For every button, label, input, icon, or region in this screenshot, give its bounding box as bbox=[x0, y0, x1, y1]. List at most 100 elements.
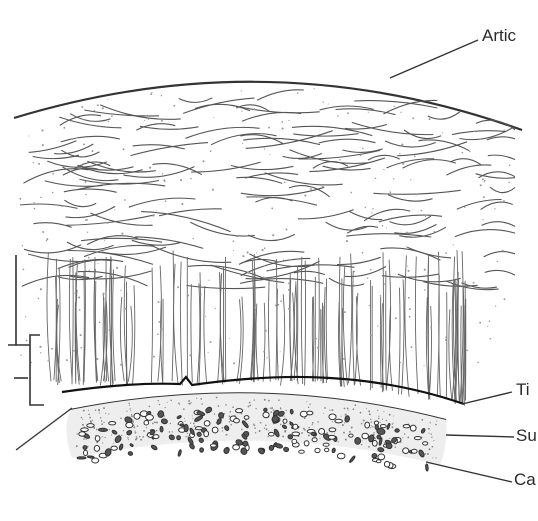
tangential-fiber bbox=[326, 222, 368, 230]
radial-fiber bbox=[276, 259, 277, 380]
matrix-dot bbox=[410, 179, 411, 180]
subchondral-dot bbox=[102, 436, 103, 437]
matrix-dot bbox=[367, 278, 368, 279]
subchondral-dot bbox=[383, 411, 384, 412]
tangential-fiber bbox=[481, 202, 513, 210]
matrix-dot bbox=[265, 330, 267, 332]
matrix-dot bbox=[241, 111, 242, 112]
subchondral-dot bbox=[105, 413, 106, 414]
matrix-dot bbox=[489, 320, 491, 322]
subchondral-dot bbox=[343, 432, 345, 434]
matrix-dot bbox=[82, 119, 84, 121]
tangential-fiber bbox=[407, 247, 451, 258]
matrix-dot bbox=[424, 365, 425, 366]
matrix-dot bbox=[369, 305, 370, 306]
trabecula-ring bbox=[292, 439, 297, 443]
subchondral-dot bbox=[354, 404, 356, 406]
subchondral-dot bbox=[156, 422, 158, 424]
matrix-dot bbox=[322, 186, 324, 188]
trabecula-ring bbox=[319, 429, 325, 435]
matrix-dot bbox=[40, 288, 42, 290]
subchondral-dot bbox=[178, 402, 180, 404]
subchondral-dot bbox=[389, 414, 391, 416]
matrix-dot bbox=[484, 181, 485, 182]
subchondral-dot bbox=[241, 429, 243, 431]
matrix-dot bbox=[495, 305, 496, 306]
matrix-dot bbox=[339, 159, 341, 161]
label-subchondral: Su bbox=[516, 426, 537, 446]
subchondral-dot bbox=[130, 410, 131, 411]
subchondral-dot bbox=[362, 440, 363, 441]
trabecula-ring bbox=[236, 409, 243, 413]
trabecula-ring bbox=[211, 444, 217, 447]
tangential-fiber bbox=[195, 104, 250, 110]
trabecula bbox=[223, 447, 229, 454]
matrix-dot bbox=[200, 294, 202, 296]
label-cancellous: Ca bbox=[514, 470, 536, 490]
matrix-dot bbox=[288, 289, 290, 291]
matrix-dot bbox=[173, 105, 175, 107]
subchondral-dot bbox=[371, 421, 372, 422]
left-pointer-line bbox=[16, 408, 72, 450]
subchondral-dot bbox=[372, 426, 374, 428]
subchondral-dot bbox=[222, 427, 224, 429]
matrix-dot bbox=[85, 181, 87, 183]
matrix-dot bbox=[86, 219, 88, 221]
subchondral-dot bbox=[308, 407, 309, 408]
trabecula-ring bbox=[329, 428, 336, 432]
tangential-fiber bbox=[179, 98, 213, 103]
subchondral-dot bbox=[184, 421, 185, 422]
subchondral-dot bbox=[404, 433, 405, 434]
radial-fiber bbox=[326, 279, 327, 380]
matrix-dot bbox=[46, 240, 47, 241]
matrix-dot bbox=[160, 354, 161, 355]
subchondral-dot bbox=[361, 423, 363, 425]
subchondral-dot bbox=[170, 400, 172, 402]
subchondral-dot bbox=[393, 423, 394, 424]
subchondral-dot bbox=[334, 433, 335, 434]
matrix-dot bbox=[150, 93, 152, 95]
subchondral-dot bbox=[424, 453, 426, 455]
radial-fiber bbox=[281, 294, 285, 385]
matrix-dot bbox=[286, 229, 288, 231]
matrix-dot bbox=[92, 150, 94, 152]
matrix-dot bbox=[51, 348, 53, 350]
matrix-dot bbox=[377, 325, 378, 326]
subchondral-dot bbox=[183, 408, 185, 410]
trabecula-ring bbox=[109, 422, 116, 425]
subchondral-dot bbox=[432, 457, 433, 458]
matrix-dot bbox=[337, 115, 339, 117]
trabecula-ring bbox=[81, 428, 89, 432]
matrix-dot bbox=[350, 192, 352, 194]
tangential-fiber bbox=[450, 159, 482, 166]
trabecula-ring bbox=[315, 448, 320, 452]
trabecula-ring bbox=[312, 438, 317, 442]
radial-fiber bbox=[382, 252, 383, 392]
matrix-dot bbox=[23, 269, 25, 271]
subchondral-dot bbox=[76, 433, 77, 434]
matrix-dot bbox=[477, 362, 478, 363]
subchondral-dot bbox=[90, 420, 92, 422]
matrix-dot bbox=[365, 207, 366, 208]
subchondral-dot bbox=[408, 437, 409, 438]
subchondral-dot bbox=[136, 436, 137, 437]
subchondral-dot bbox=[363, 420, 365, 422]
subchondral-dot bbox=[270, 411, 272, 413]
matrix-dot bbox=[406, 232, 408, 234]
matrix-dot bbox=[318, 262, 319, 263]
subchondral-dot bbox=[312, 422, 314, 424]
tangential-fibers bbox=[20, 90, 515, 290]
trabecula bbox=[157, 410, 164, 417]
matrix-dot bbox=[254, 311, 255, 312]
trabecula bbox=[311, 432, 316, 435]
trabecula bbox=[349, 455, 356, 463]
subchondral-dot bbox=[137, 425, 139, 427]
matrix-dot bbox=[411, 346, 413, 348]
subchondral-dot bbox=[332, 421, 333, 422]
tangential-fiber bbox=[368, 155, 400, 160]
radial-fiber bbox=[76, 261, 80, 381]
subchondral-dot bbox=[157, 400, 158, 401]
trabecula-ring bbox=[234, 419, 240, 423]
radial-fiber bbox=[380, 296, 381, 388]
matrix-dot bbox=[153, 356, 155, 358]
